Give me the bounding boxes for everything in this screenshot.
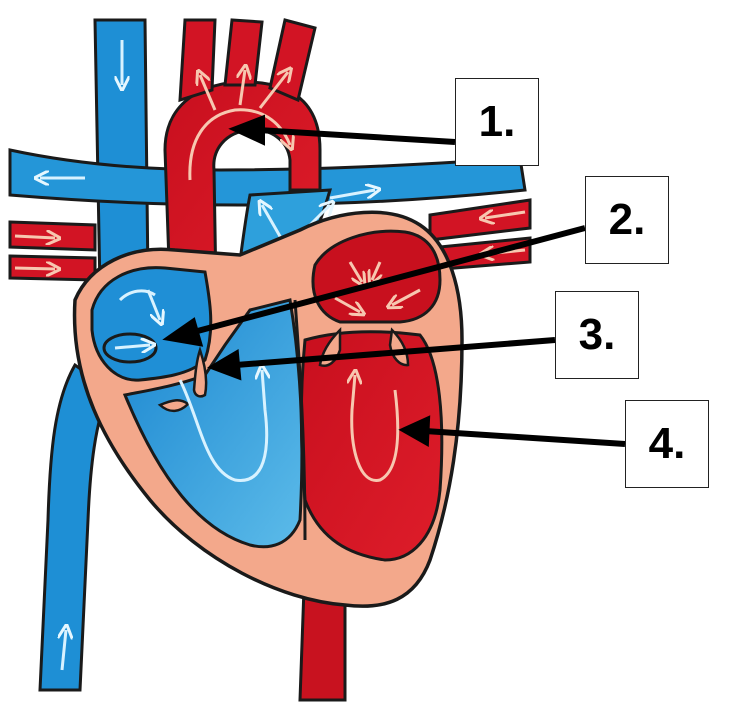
label-3-text: 3. <box>578 310 616 359</box>
label-2: 2. <box>585 176 669 264</box>
pointer-4-line <box>424 428 626 447</box>
pointer-1-line <box>257 127 456 145</box>
label-1-text: 1. <box>478 97 516 146</box>
pointer-2-arrowhead <box>162 317 204 347</box>
label-1: 1. <box>455 78 539 166</box>
label-4-text: 4. <box>648 419 686 468</box>
pointer-3-line <box>235 337 556 368</box>
pointer-1-arrowhead <box>228 114 265 146</box>
septum <box>293 299 307 541</box>
pulmonary-veins-left <box>8 220 97 282</box>
label-2-text: 2. <box>608 195 646 244</box>
pointer-3-arrowhead <box>207 349 242 381</box>
tricuspid-valve <box>192 346 208 398</box>
pointer-2-line <box>189 225 586 336</box>
pointer-lines <box>162 114 626 448</box>
label-3: 3. <box>555 291 639 379</box>
label-4: 4. <box>625 400 709 488</box>
pointer-4-arrowhead <box>398 415 431 448</box>
tricuspid-valve-inner <box>157 399 190 413</box>
